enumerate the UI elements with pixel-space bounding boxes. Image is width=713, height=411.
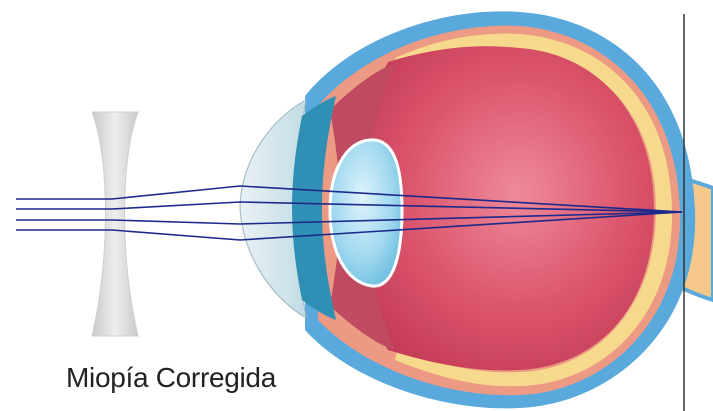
crystalline-lens-icon: [330, 140, 402, 286]
concave-lens-icon: [92, 112, 138, 336]
diagram-caption: Miopía Corregida: [66, 364, 276, 392]
